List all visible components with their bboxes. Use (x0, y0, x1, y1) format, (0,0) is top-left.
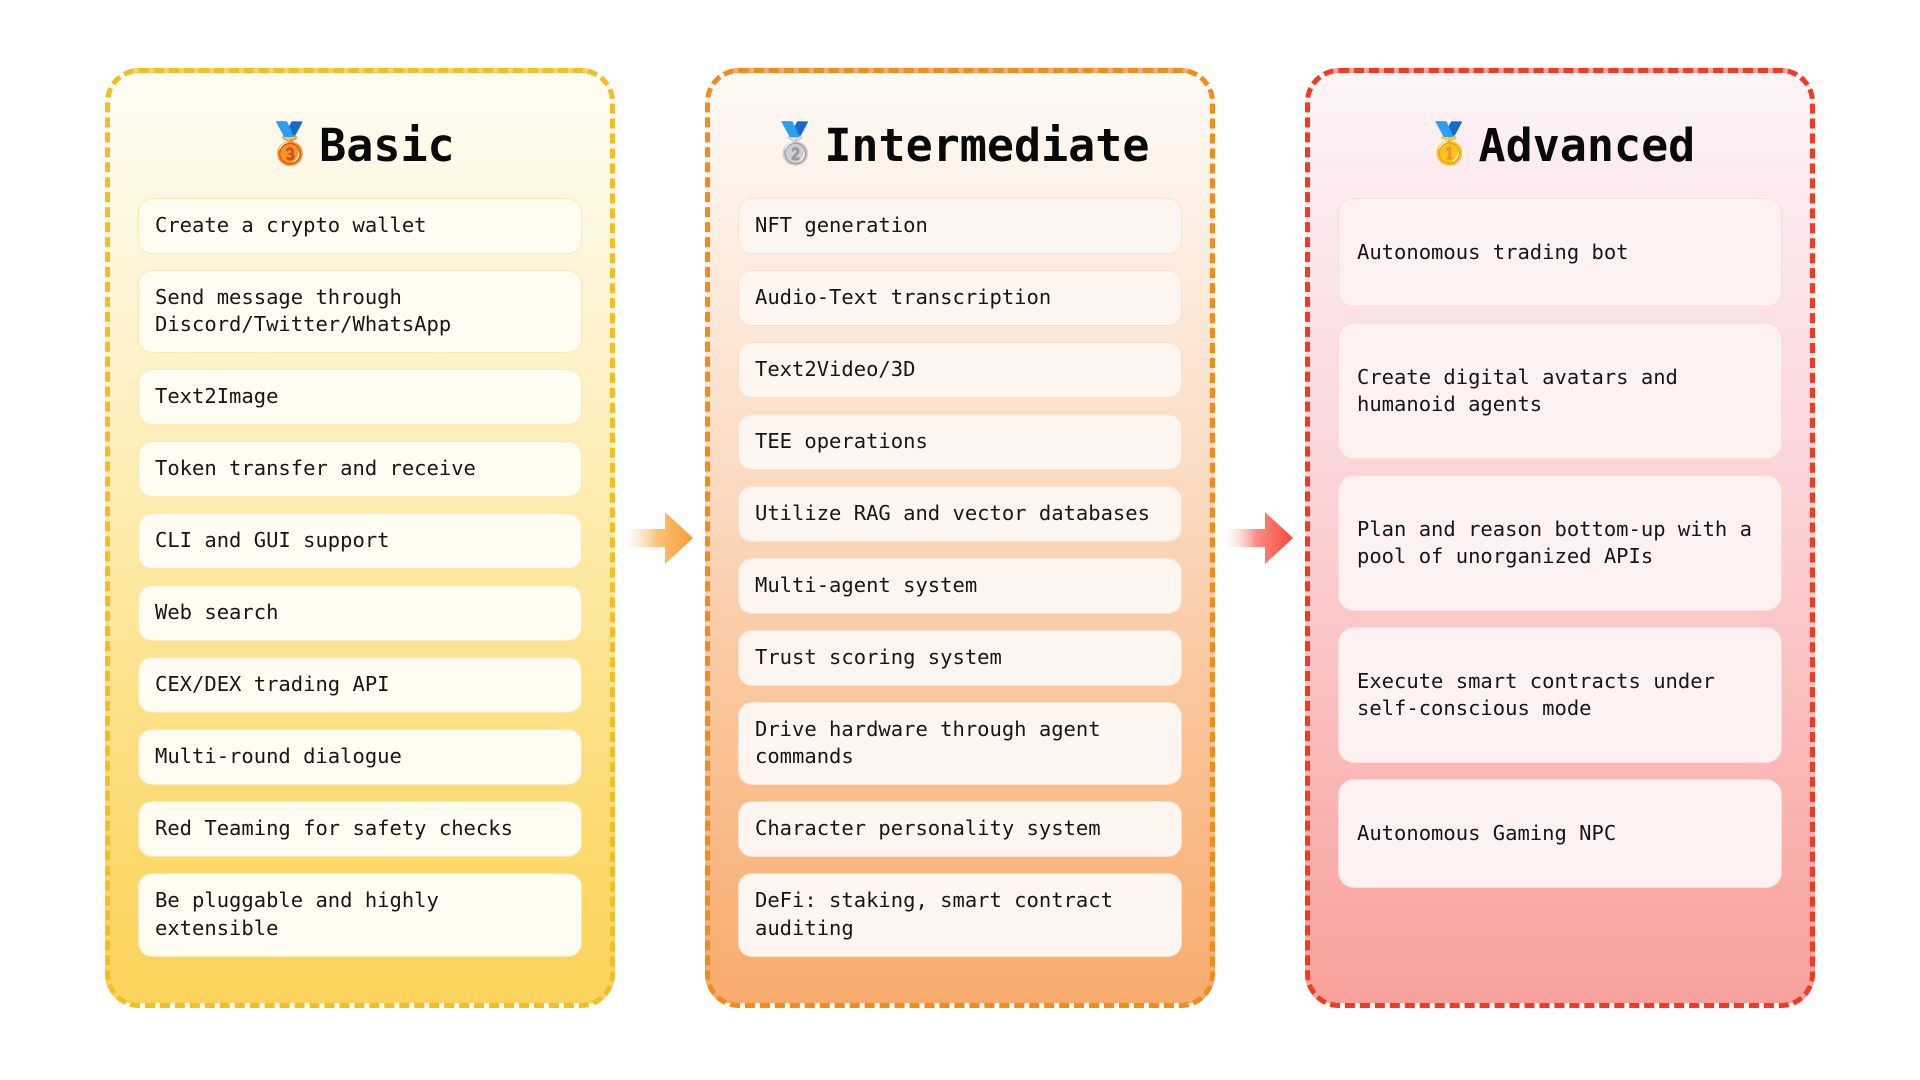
list-item[interactable]: Character personality system (738, 801, 1182, 858)
list-item[interactable]: Audio-Text transcription (738, 270, 1182, 327)
list-item[interactable]: Be pluggable and highly extensible (138, 873, 582, 957)
list-item[interactable]: Text2Image (138, 369, 582, 426)
list-item[interactable]: Web search (138, 585, 582, 642)
list-item[interactable]: Plan and reason bottom-up with a pool of… (1338, 475, 1782, 612)
list-item[interactable]: Text2Video/3D (738, 342, 1182, 399)
column-basic-title: Basic (319, 119, 455, 172)
list-item[interactable]: Multi-round dialogue (138, 729, 582, 786)
list-item[interactable]: CEX/DEX trading API (138, 657, 582, 714)
column-basic: 🥉 Basic Create a crypto wallet Send mess… (105, 68, 615, 1008)
column-intermediate-item-list: NFT generation Audio-Text transcription … (738, 198, 1182, 957)
list-item[interactable]: Create a crypto wallet (138, 198, 582, 255)
list-item[interactable]: Token transfer and receive (138, 441, 582, 498)
list-item[interactable]: Create digital avatars and humanoid agen… (1338, 323, 1782, 460)
list-item[interactable]: Drive hardware through agent commands (738, 702, 1182, 786)
list-item[interactable]: TEE operations (738, 414, 1182, 471)
list-item[interactable]: Trust scoring system (738, 630, 1182, 687)
list-item[interactable]: NFT generation (738, 198, 1182, 255)
column-basic-header: 🥉 Basic (138, 123, 582, 168)
arrow-intermediate-to-advanced-icon (1227, 512, 1293, 564)
column-advanced-header: 🥇 Advanced (1338, 123, 1782, 168)
list-item[interactable]: Red Teaming for safety checks (138, 801, 582, 858)
column-advanced-title: Advanced (1478, 119, 1696, 172)
list-item[interactable]: Utilize RAG and vector databases (738, 486, 1182, 543)
column-intermediate-header: 🥈 Intermediate (738, 123, 1182, 168)
arrow-slot-1 (615, 68, 705, 1008)
column-advanced: 🥇 Advanced Autonomous trading bot Create… (1305, 68, 1815, 1008)
list-item[interactable]: Multi-agent system (738, 558, 1182, 615)
arrow-basic-to-intermediate-icon (627, 512, 693, 564)
column-advanced-item-list: Autonomous trading bot Create digital av… (1338, 198, 1782, 889)
column-basic-item-list: Create a crypto wallet Send message thro… (138, 198, 582, 957)
silver-medal-icon: 🥈 (770, 120, 821, 167)
list-item[interactable]: Execute smart contracts under self-consc… (1338, 627, 1782, 764)
bronze-medal-icon: 🥉 (265, 120, 316, 167)
list-item[interactable]: Autonomous Gaming NPC (1338, 779, 1782, 889)
list-item[interactable]: Autonomous trading bot (1338, 198, 1782, 308)
list-item[interactable]: Send message through Discord/Twitter/Wha… (138, 270, 582, 354)
column-intermediate: 🥈 Intermediate NFT generation Audio-Text… (705, 68, 1215, 1008)
column-intermediate-title: Intermediate (824, 119, 1150, 172)
gold-medal-icon: 🥇 (1424, 120, 1475, 167)
arrow-slot-2 (1215, 68, 1305, 1008)
list-item[interactable]: CLI and GUI support (138, 513, 582, 570)
list-item[interactable]: DeFi: staking, smart contract auditing (738, 873, 1182, 957)
